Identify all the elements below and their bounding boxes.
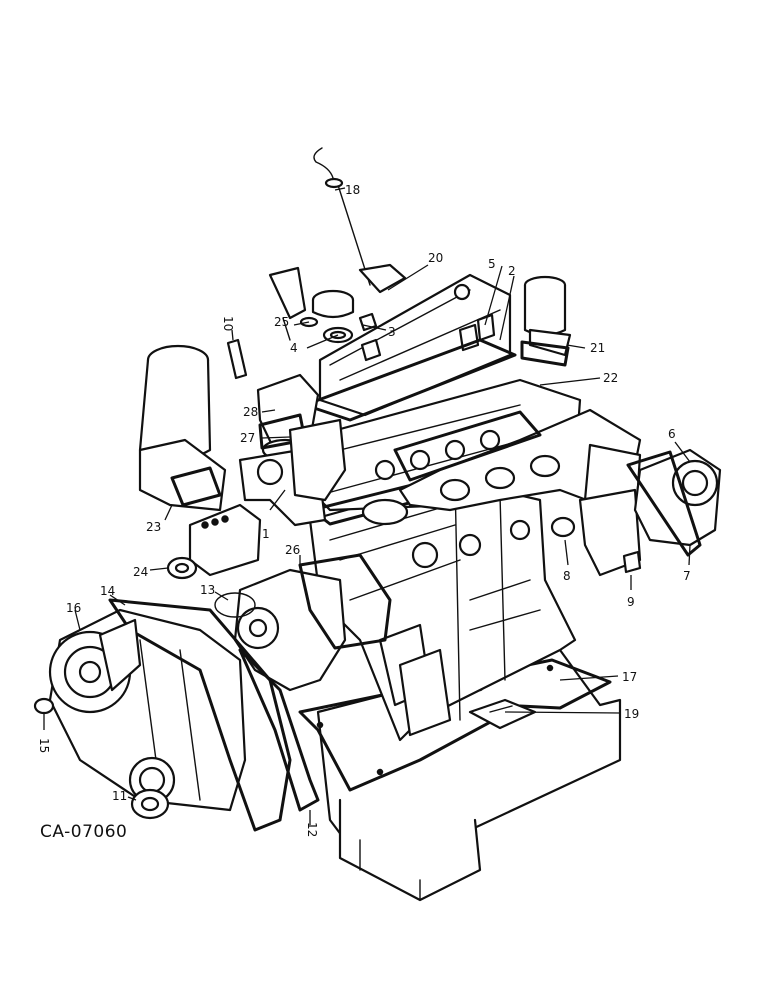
- oil-filter-gasket: [170, 466, 222, 507]
- callout-12: 12: [305, 822, 319, 837]
- callout-10: 10: [221, 316, 235, 331]
- callout-14: 14: [100, 584, 115, 598]
- callout-1: 1: [262, 527, 270, 541]
- callout-21: 21: [590, 341, 605, 355]
- rocker-cover-gasket: [303, 338, 517, 422]
- callout-16: 16: [66, 601, 81, 615]
- small-o-ring: [33, 697, 55, 715]
- callout-13: 13: [200, 583, 215, 597]
- dipstick: [313, 147, 407, 294]
- pump-seal: [166, 556, 198, 580]
- rear-housing-gasket: [626, 450, 702, 557]
- oil-filler-cap: [311, 289, 355, 319]
- callout-22: 22: [603, 371, 618, 385]
- manifold-gasket: [393, 410, 542, 482]
- cover-nut: [358, 312, 382, 362]
- callout-3: 3: [388, 325, 396, 339]
- water-pump-gasket: [298, 553, 392, 650]
- front-oil-seal: [130, 788, 170, 820]
- exhaust-elbow: [578, 488, 642, 577]
- callout-5: 5: [488, 257, 496, 271]
- injection-pump: [188, 503, 262, 577]
- callout-9: 9: [627, 595, 635, 609]
- front-plate: [238, 648, 320, 812]
- callout-2: 2: [508, 264, 516, 278]
- inlet-gasket: [520, 340, 570, 367]
- callout-26: 26: [285, 543, 300, 557]
- rear-seal-housing: [633, 448, 722, 547]
- callout-27: 27: [240, 431, 255, 445]
- gasket-small-10: [226, 338, 248, 380]
- pump-o-ring: [214, 592, 256, 618]
- callout-18: 18: [345, 183, 360, 197]
- drain-plug: [622, 550, 642, 574]
- callout-15: 15: [37, 738, 51, 753]
- callout-11: 11: [112, 789, 127, 803]
- callout-19: 19: [624, 707, 639, 721]
- water-pump: [233, 568, 347, 692]
- injector: [268, 266, 307, 341]
- callout-4: 4: [290, 341, 298, 355]
- callout-25: 25: [274, 315, 289, 329]
- callout-6: 6: [668, 427, 676, 441]
- callout-17: 17: [622, 670, 637, 684]
- engine-block: [308, 478, 577, 742]
- callout-23: 23: [146, 520, 161, 534]
- air-inlet: [523, 275, 572, 357]
- callout-8: 8: [563, 569, 571, 583]
- callout-labels: 1 2 3 4 5 6 7 8 9 10 11 12 13 14 15 16 1…: [37, 183, 691, 837]
- drawing-id: CA-07060: [40, 822, 127, 842]
- front-plate-gasket: [108, 598, 292, 832]
- crankshaft-pulley: [48, 618, 142, 714]
- leader-lines: [43, 187, 691, 825]
- callout-7: 7: [683, 569, 691, 583]
- sealing-ring: [550, 516, 576, 538]
- callout-20: 20: [428, 251, 443, 265]
- callout-24: 24: [133, 565, 148, 579]
- callout-28: 28: [243, 405, 258, 419]
- thermostat-cover: [288, 418, 347, 502]
- oil-filter: [138, 344, 227, 512]
